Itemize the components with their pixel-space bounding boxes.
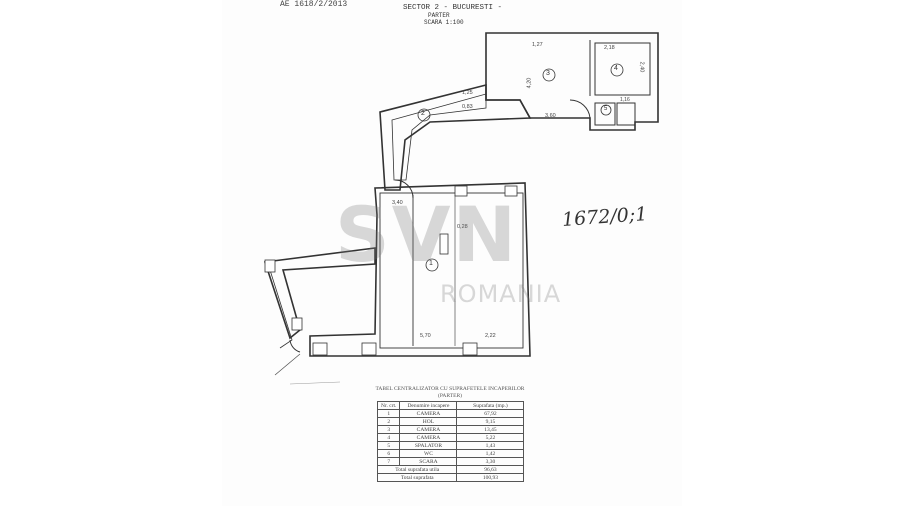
room-name: WC [399, 449, 458, 458]
row-number: 2 [376, 417, 401, 426]
room-number-4: 4 [614, 65, 618, 72]
room-number-3: 3 [546, 70, 550, 77]
table-row-total: Total suprafata 100,93 [376, 473, 525, 482]
row-number: 1 [376, 409, 401, 418]
sector-label: SECTOR 2 - BUCURESTI - [403, 4, 503, 12]
room-number-1: 1 [429, 260, 433, 267]
dimension: 0,83 [462, 104, 473, 110]
room-area: 9,15 [456, 417, 525, 426]
row-number: 5 [376, 441, 401, 450]
document-reference: AE 1618/2/2013 [280, 0, 348, 9]
dimension: 1,16 [620, 97, 630, 103]
room-area: 1,42 [456, 449, 525, 458]
row-number: 7 [376, 457, 401, 466]
room-area: 13,45 [456, 425, 525, 434]
dimension: 2,40 [638, 61, 645, 73]
dimension: 2,22 [485, 333, 496, 339]
table-row-total-useful: Total suprafata utila 96,63 [376, 465, 525, 474]
room-name: CAMERA [399, 425, 458, 434]
row-number: 6 [376, 449, 401, 458]
door-swings [289, 99, 591, 353]
table-title: TABEL CENTRALIZATOR CU SUPRAFETELE INCAP… [360, 386, 540, 400]
dimension: 4,20 [526, 77, 533, 89]
column-header: Denumire incapere [399, 401, 458, 410]
room-name: SPALATOR [399, 441, 458, 450]
room-name: HOL [399, 417, 458, 426]
room-marker-2 [417, 108, 431, 122]
room-area: 3,30 [456, 457, 525, 466]
table-subtitle: (PARTER) [438, 393, 462, 399]
windows [264, 185, 518, 356]
total-useful-label: Total suprafata utila [376, 465, 458, 474]
total-label: Total suprafata [376, 473, 458, 482]
room-area: 67,92 [456, 409, 525, 418]
walls [263, 32, 659, 357]
room-area-table: Nr. crt. Denumire incapere Suprafata (mp… [376, 401, 525, 482]
room-name: CAMERA [399, 409, 458, 418]
room-name: CAMERA [399, 433, 458, 442]
room-number-5: 5 [604, 106, 608, 112]
dimension: 3,40 [392, 200, 403, 206]
room-marker-1 [425, 258, 439, 272]
room-area: 1,43 [456, 441, 525, 450]
scale-label: SCARA 1:100 [424, 19, 464, 26]
table-header-row: Nr. crt. Denumire incapere Suprafata (mp… [376, 401, 525, 410]
room-marker-3 [542, 68, 556, 82]
total-value: 100,93 [456, 473, 525, 482]
dimension: 5,70 [420, 333, 431, 339]
column-header: Suprafata (mp.) [456, 401, 525, 410]
dimension: 0,28 [457, 224, 468, 230]
row-number: 4 [376, 433, 401, 442]
watermark-logo: SVN [335, 190, 519, 279]
column-header: Nr. crt. [376, 401, 401, 410]
room-markers [417, 63, 624, 272]
dimension: 2,18 [604, 45, 615, 51]
room-marker-4 [610, 63, 624, 77]
dimension: 1,25 [462, 90, 473, 96]
room-area: 5,22 [456, 433, 525, 442]
room-name: SCARA [399, 457, 458, 466]
row-number: 3 [376, 425, 401, 434]
total-useful-value: 96,63 [456, 465, 525, 474]
table-title-text: TABEL CENTRALIZATOR CU SUPRAFETELE INCAP… [375, 386, 525, 392]
watermark-subtitle: ROMANIA [440, 280, 562, 308]
room-marker-5 [600, 104, 612, 116]
dimension: 3,60 [545, 113, 556, 119]
room-number-2: 2 [421, 110, 425, 117]
dimension: 1,27 [532, 42, 543, 48]
level-label: PARTER [428, 12, 450, 19]
